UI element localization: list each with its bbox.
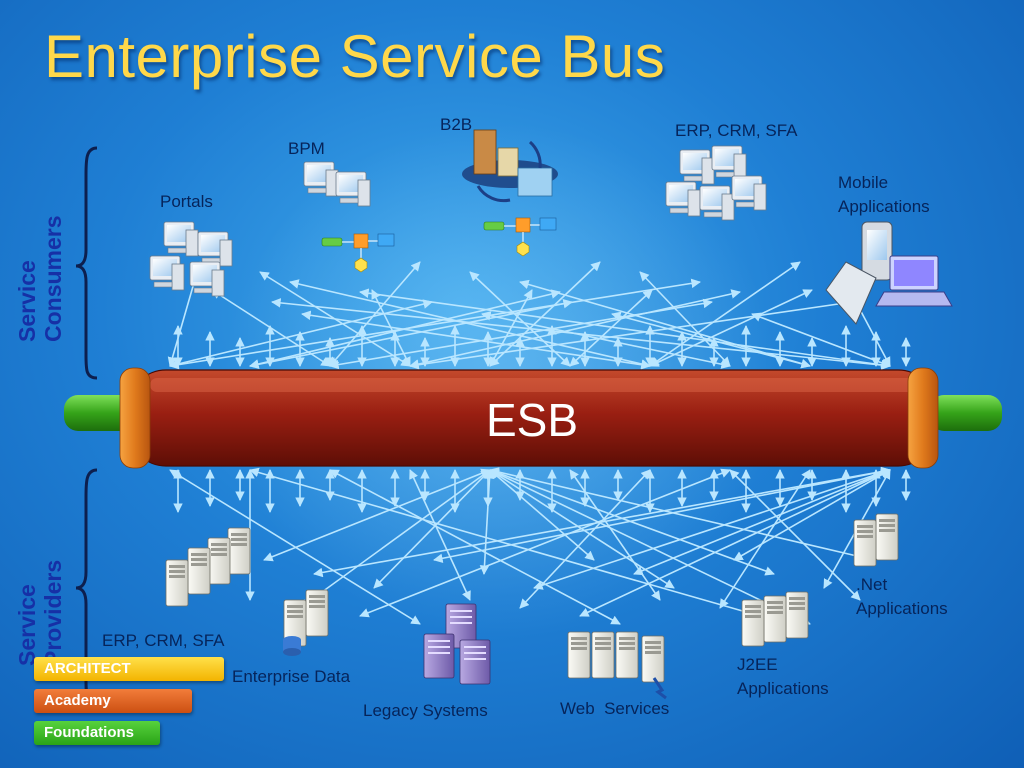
buildings-exchange-icon	[462, 129, 558, 257]
service-providers-label: Service Providers	[14, 560, 66, 666]
side-label-line: Service	[14, 584, 40, 666]
database-server-icon	[283, 589, 329, 656]
desktop-computers-icon	[665, 145, 767, 221]
connection-arrows	[167, 261, 911, 625]
connection-arrow	[579, 469, 891, 617]
side-label-line: Service	[14, 260, 40, 342]
architect-badge: ARCHITECT	[34, 657, 224, 681]
web-services-label: Web Services	[560, 699, 670, 718]
web-servers-icon	[567, 631, 667, 700]
label-line: Mobile	[838, 173, 889, 192]
foundations-badge: Foundations	[34, 721, 160, 745]
side-label-line: Providers	[40, 559, 66, 666]
connection-arrow	[569, 469, 661, 601]
enterprise-data-label: Enterprise Data	[232, 667, 351, 686]
academy-badge: Academy	[34, 689, 192, 713]
mainframe-icon	[423, 603, 491, 685]
mobile-applications-label: Mobile Applications	[838, 171, 930, 219]
slide-title: Enterprise Service Bus	[44, 23, 666, 90]
desktop-computers-icon	[149, 221, 233, 297]
bus-right-cap	[907, 367, 939, 469]
erp-crm-sfa-provider-label: ERP, CRM, SFA	[102, 631, 225, 650]
bus-left-cap	[119, 367, 151, 469]
connection-arrow	[373, 469, 491, 589]
connection-arrow	[479, 469, 495, 575]
erp-crm-sfa-consumer-label: ERP, CRM, SFA	[675, 121, 798, 140]
legacy-systems-label: Legacy Systems	[363, 701, 488, 720]
j2ee-applications-label: J2EE Applications	[737, 653, 829, 701]
connection-arrow	[489, 467, 875, 563]
connection-arrow	[433, 466, 891, 564]
server-rack-icon	[741, 591, 809, 647]
connection-arrow	[169, 278, 701, 370]
bus-label: ESB	[486, 394, 578, 446]
connection-arrow	[359, 468, 731, 618]
dotnet-applications-label: .Net Applications	[856, 573, 948, 621]
label-line: Applications	[838, 197, 930, 216]
workflow-computers-icon	[303, 161, 395, 273]
side-label-line: Consumers	[40, 215, 66, 342]
bpm-label: BPM	[288, 139, 325, 158]
service-consumers-label: Service Consumers	[14, 215, 66, 342]
consumers-brace	[75, 146, 98, 380]
b2b-label: B2B	[440, 115, 473, 134]
connection-arrow	[211, 289, 331, 367]
pda-laptop-icon	[825, 221, 953, 325]
server-pair-icon	[853, 513, 899, 567]
server-rack-icon	[165, 527, 251, 607]
label-line: .Net	[856, 575, 888, 594]
portals-label: Portals	[160, 192, 213, 211]
esb-bus: ESB	[64, 367, 1002, 469]
connection-arrow	[329, 261, 421, 367]
label-line: J2EE	[737, 655, 778, 674]
label-line: Applications	[737, 679, 829, 698]
connection-arrow	[409, 298, 853, 370]
bus-left-end	[64, 395, 134, 431]
label-line: Applications	[856, 599, 948, 618]
bus-right-end	[930, 395, 1002, 431]
